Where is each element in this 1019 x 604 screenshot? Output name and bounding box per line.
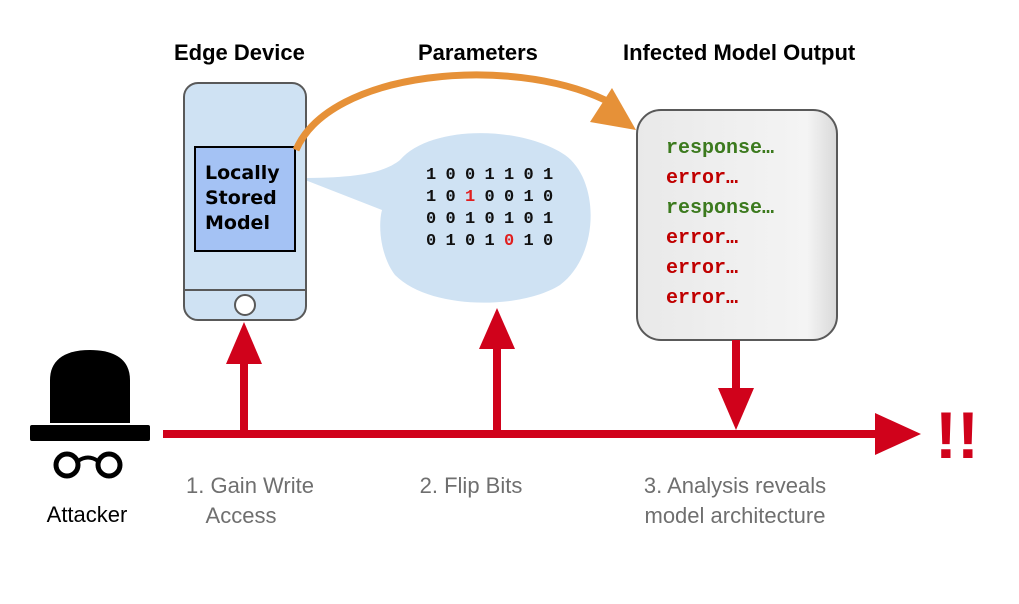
bit: 1 bbox=[446, 232, 456, 251]
error-line: error… bbox=[666, 287, 738, 310]
bit: 0 bbox=[485, 188, 495, 207]
error-line: error… bbox=[666, 257, 738, 280]
bit: 1 bbox=[426, 166, 436, 185]
bit: 1 bbox=[524, 232, 534, 251]
bit: 1 bbox=[504, 166, 514, 185]
home-button-icon bbox=[234, 294, 256, 316]
step-2-line: 2. Flip Bits bbox=[419, 473, 523, 498]
bit: 1 bbox=[504, 210, 514, 229]
bit: 0 bbox=[446, 210, 456, 229]
locally-stored-model-label: Locally Stored Model bbox=[205, 162, 280, 234]
attacker-glasses-icon bbox=[53, 451, 123, 479]
error-line: error… bbox=[666, 227, 738, 250]
step-3-line: model architecture bbox=[644, 503, 826, 528]
bit: 1 bbox=[485, 232, 495, 251]
bit: 1 bbox=[524, 188, 534, 207]
output-lines: response… error… response… error… error… erro… bbox=[666, 137, 774, 310]
bit: 0 bbox=[524, 210, 534, 229]
parameters-heading: Parameters bbox=[418, 40, 538, 65]
step-2-label: 2. Flip Bits bbox=[398, 471, 544, 501]
bit: 1 bbox=[543, 210, 553, 229]
parameters-bubble bbox=[300, 133, 591, 303]
attack-timeline-arrow bbox=[163, 413, 921, 455]
step-1-line: 1. Gain Write bbox=[186, 473, 314, 498]
flipped-bit: 0 bbox=[504, 232, 514, 251]
error-line: error… bbox=[666, 167, 738, 190]
bit: 1 bbox=[426, 188, 436, 207]
response-line: response… bbox=[666, 197, 774, 220]
bit: 0 bbox=[465, 232, 475, 251]
orange-curved-arrow bbox=[292, 71, 636, 152]
bit: 0 bbox=[465, 166, 475, 185]
model-label-line: Model bbox=[205, 212, 270, 234]
flip-bits-arrow bbox=[479, 308, 515, 434]
flipped-bit: 1 bbox=[465, 188, 475, 207]
bit: 0 bbox=[543, 232, 553, 251]
step-3-label: 3. Analysis reveals model architecture bbox=[602, 471, 868, 531]
analysis-arrow bbox=[718, 340, 754, 430]
gain-write-access-arrow bbox=[226, 322, 262, 434]
model-label-line: Locally bbox=[205, 162, 280, 184]
model-label-line: Stored bbox=[205, 187, 277, 209]
bit: 0 bbox=[446, 166, 456, 185]
bit: 1 bbox=[485, 166, 495, 185]
phone-screen bbox=[194, 146, 296, 252]
alert-exclamation: !! bbox=[935, 398, 979, 472]
response-line: response… bbox=[666, 137, 774, 160]
attacker-label: Attacker bbox=[46, 502, 128, 527]
bit: 0 bbox=[426, 232, 436, 251]
step-3-line: 3. Analysis reveals bbox=[643, 473, 827, 498]
infected-output-heading: Infected Model Output bbox=[623, 40, 856, 65]
attacker-hat-icon bbox=[30, 350, 150, 441]
bit: 1 bbox=[543, 166, 553, 185]
bit: 0 bbox=[524, 166, 534, 185]
bit: 0 bbox=[446, 188, 456, 207]
step-1-label: 1. Gain Write Access bbox=[160, 471, 340, 531]
bit: 0 bbox=[543, 188, 553, 207]
step-1-line: Access bbox=[205, 503, 277, 528]
bit: 1 bbox=[465, 210, 475, 229]
bit: 0 bbox=[426, 210, 436, 229]
edge-device-heading: Edge Device bbox=[174, 40, 305, 65]
edge-device-phone bbox=[183, 82, 307, 321]
bit: 0 bbox=[485, 210, 495, 229]
bit: 0 bbox=[504, 188, 514, 207]
